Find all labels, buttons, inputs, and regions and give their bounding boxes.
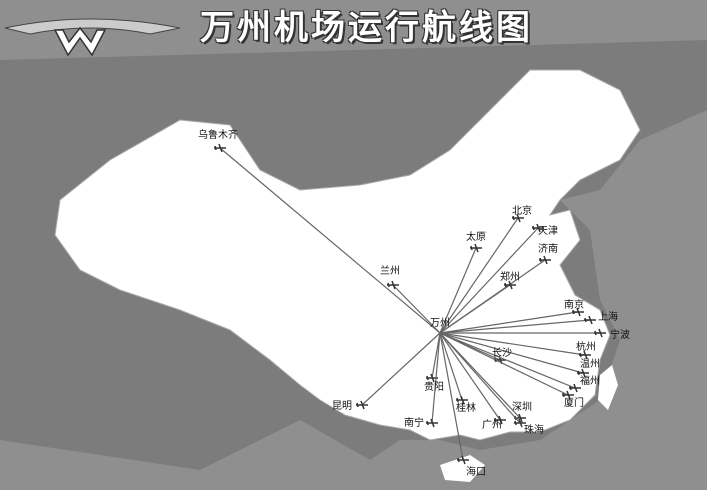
city-label: 郑州 xyxy=(500,272,520,283)
plane-icon xyxy=(577,368,589,378)
plane-icon xyxy=(514,418,526,428)
plane-icon xyxy=(594,328,606,338)
route-line xyxy=(439,247,477,334)
route-line xyxy=(439,332,576,389)
plane-icon xyxy=(387,280,399,290)
plane-icon xyxy=(426,418,438,428)
city-label: 济南 xyxy=(538,244,558,255)
route-line xyxy=(439,217,519,334)
route-line xyxy=(439,332,501,421)
plane-icon xyxy=(572,307,584,317)
city-label: 贵阳 xyxy=(424,382,444,393)
route-line xyxy=(439,284,511,334)
city-label: 宁波 xyxy=(610,330,630,341)
plane-icon xyxy=(457,455,469,465)
route-line xyxy=(219,147,441,334)
city-label: 温州 xyxy=(580,359,600,370)
plane-icon xyxy=(584,315,596,325)
taiwan-island xyxy=(598,365,618,410)
route-line xyxy=(439,332,584,374)
city-label: 珠海 xyxy=(524,425,544,436)
hainan-island xyxy=(440,455,485,482)
hub-label: 万州 xyxy=(430,318,450,329)
city-label: 北京 xyxy=(512,206,532,217)
plane-icon xyxy=(456,395,468,405)
plane-icon xyxy=(562,390,574,400)
route-line xyxy=(431,332,441,424)
route-line xyxy=(392,284,441,334)
city-label: 福州 xyxy=(580,376,600,387)
city-label: 深圳 xyxy=(512,402,532,413)
city-label: 兰州 xyxy=(380,266,400,277)
route-line xyxy=(431,332,441,379)
route-line xyxy=(439,332,521,424)
city-label: 南宁 xyxy=(404,418,424,429)
route-line xyxy=(439,332,464,461)
plane-icon xyxy=(470,243,482,253)
plane-icon xyxy=(579,350,591,360)
city-label: 昆明 xyxy=(332,401,352,412)
city-label: 天津 xyxy=(538,226,558,237)
city-label: 长沙 xyxy=(492,348,512,359)
city-label: 上海 xyxy=(598,312,618,323)
plane-icon xyxy=(532,223,544,233)
route-lines xyxy=(214,143,606,465)
route-line xyxy=(439,332,463,401)
plane-icon xyxy=(356,400,368,410)
city-label: 厦门 xyxy=(564,398,584,409)
plane-icon xyxy=(539,255,551,265)
plane-icon xyxy=(512,213,524,223)
city-label: 乌鲁木齐 xyxy=(198,130,238,141)
route-line xyxy=(361,332,441,406)
plane-icon xyxy=(214,143,226,153)
city-label: 海口 xyxy=(466,467,486,478)
city-label: 杭州 xyxy=(576,342,596,353)
plane-icon xyxy=(504,280,516,290)
plane-icon xyxy=(494,415,506,425)
page-title: 万州机场运行航线图 xyxy=(200,8,533,48)
route-line xyxy=(439,332,569,396)
city-label: 太原 xyxy=(466,232,486,243)
route-line xyxy=(439,311,579,334)
route-line xyxy=(439,227,539,334)
plane-icon xyxy=(569,383,581,393)
city-label: 广州 xyxy=(482,420,502,431)
city-label: 桂林 xyxy=(456,403,476,414)
route-line xyxy=(439,319,591,334)
airport-logo xyxy=(4,18,181,57)
city-label: 南京 xyxy=(564,300,584,311)
route-line xyxy=(439,332,586,356)
